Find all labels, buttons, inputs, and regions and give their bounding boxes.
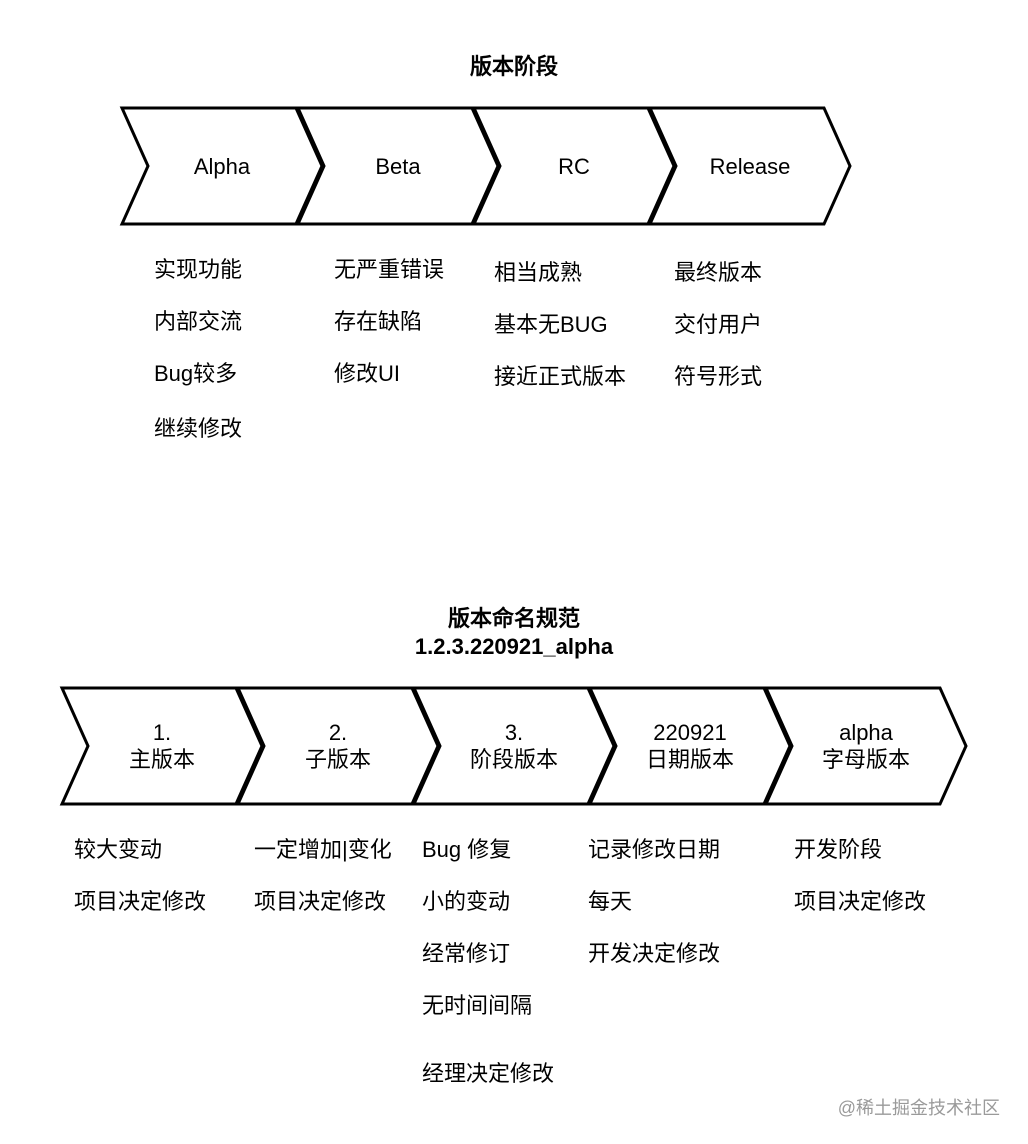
stage-label-release: Release	[709, 154, 791, 179]
list-item: 相当成熟	[494, 260, 583, 285]
list-item: 记录修改日期	[588, 837, 721, 862]
chevron-letter	[763, 686, 968, 806]
list-item: 开发阶段	[794, 837, 883, 862]
chevron-minor	[235, 686, 440, 806]
list-item: 开发决定修改	[588, 941, 721, 966]
part-label-minor-num: 2.	[328, 720, 348, 745]
list-item: 较大变动	[74, 837, 163, 862]
list-item: 符号形式	[674, 364, 763, 389]
section1-title: 版本阶段	[469, 54, 558, 79]
list-item: 每天	[588, 889, 633, 914]
list-item: Bug较多	[154, 361, 238, 386]
part-label-minor: 子版本	[304, 747, 371, 772]
part-label-letter-num: alpha	[839, 720, 893, 745]
stage-label-beta: Beta	[375, 154, 421, 179]
list-item: 一定增加|变化	[254, 837, 392, 862]
list-item: 经常修订	[422, 941, 511, 966]
list-item: 项目决定修改	[254, 889, 387, 914]
chevron-release	[647, 106, 852, 226]
stage-label-rc: RC	[558, 154, 590, 179]
version-example: 1.2.3.220921_alpha	[414, 634, 614, 659]
section2-title: 版本命名规范	[447, 606, 580, 631]
list-item: 小的变动	[422, 889, 511, 914]
part-label-stage-num: 3.	[504, 720, 524, 745]
part-label-date: 日期版本	[645, 747, 734, 772]
chevron-alpha	[119, 106, 324, 226]
part-label-major-num: 1.	[152, 720, 172, 745]
part-label-letter: 字母版本	[821, 747, 910, 772]
watermark: @稀土掘金技术社区	[837, 1098, 1000, 1118]
list-item: 交付用户	[674, 312, 763, 337]
part-label-date-num: 220921	[653, 720, 727, 745]
list-item: Bug 修复	[422, 837, 512, 862]
list-item: 继续修改	[154, 416, 243, 441]
list-item: 无时间间隔	[422, 993, 533, 1018]
list-item: 项目决定修改	[794, 889, 927, 914]
list-item: 内部交流	[154, 309, 243, 334]
part-label-stage: 阶段版本	[469, 747, 558, 772]
list-item: 实现功能	[154, 257, 243, 282]
chevron-rc	[471, 106, 676, 226]
stage-label-alpha: Alpha	[193, 154, 251, 179]
part-label-major: 主版本	[128, 747, 195, 772]
list-item: 最终版本	[674, 260, 763, 285]
chevron-date	[587, 686, 792, 806]
list-item: 接近正式版本	[494, 364, 627, 389]
list-item: 经理决定修改	[422, 1061, 555, 1086]
list-item: 项目决定修改	[74, 889, 207, 914]
list-item: 基本无BUG	[494, 312, 608, 337]
chevron-major	[59, 686, 264, 806]
list-item: 修改UI	[334, 361, 401, 386]
list-item: 存在缺陷	[334, 309, 423, 334]
chevron-beta	[295, 106, 500, 226]
list-item: 无严重错误	[334, 257, 445, 282]
chevron-stage	[411, 686, 616, 806]
